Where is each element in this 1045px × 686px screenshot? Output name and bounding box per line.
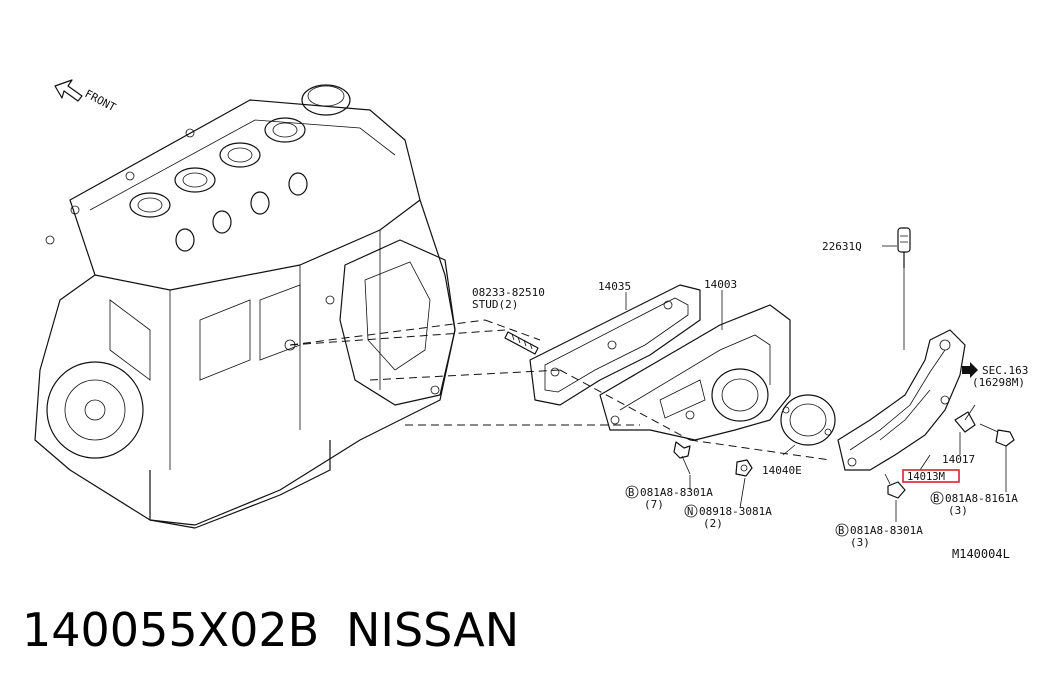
gasket-14040e [780,394,836,446]
housing-14013m [837,329,966,471]
insulator-14035 [529,284,701,406]
bracket-14017 [954,404,976,433]
callout-081a8-8301a-left: 081A8-8301A [640,486,713,499]
callout-081a8-8301a-bottom-qty: (3) [850,536,870,549]
bolt-b-letter-bottom: B [838,525,844,537]
callout-14003: 14003 [704,278,737,291]
callout-081a8-8161a-qty: (3) [948,504,968,517]
callout-14040e: 14040E [762,464,802,477]
callout-14017: 14017 [942,453,975,466]
nut-3081a [735,459,753,477]
diagram-code: M140004L [952,547,1010,561]
bolt-b-icon-right [930,491,944,505]
callout-stud: STUD(2) [472,298,518,311]
bolt-8161a [979,423,1015,447]
callout-14035: 14035 [598,280,631,293]
bolt-b-icon [625,485,639,499]
engine-block [34,84,456,529]
callout-22631q: 22631Q [822,240,862,253]
highlight-box [902,469,960,483]
dashed-leaders [289,319,831,461]
callout-sec-163: SEC.163 [982,364,1028,377]
bolt-b-letter-right: B [933,493,939,505]
front-label: FRONT [83,87,119,114]
bolt-b-icon-bottom [835,523,849,537]
callout-081a8-8301a-bottom: 081A8-8301A [850,524,923,537]
caption-part-number: 140055X02B [22,603,319,657]
front-arrow-icon [54,79,83,102]
callout-08233-82510: 08233-82510 [472,286,545,299]
manifold-14003 [599,304,791,441]
callout-08918-3081a: 08918-3081A [699,505,772,518]
callout-081a8-8161a: 081A8-8161A [945,492,1018,505]
nut-n-letter: N [687,506,693,518]
sec-arrow-icon [962,362,978,378]
callout-leaders [625,290,1007,522]
callout-sec-16298m: (16298M) [972,376,1025,389]
bolt-8301a-bottom [884,473,906,499]
caption-brand: NISSAN [346,603,519,657]
callout-08918-3081a-qty: (2) [703,517,723,530]
callout-081a8-8301a-left-qty: (7) [644,498,664,511]
callout-14013m: 14013M [907,471,945,483]
stud-part [504,331,539,355]
bolt-b-letter: B [628,487,634,499]
bolt-8301a-left [673,441,691,475]
sensor-22631q [882,227,911,350]
nut-n-icon [684,504,698,518]
